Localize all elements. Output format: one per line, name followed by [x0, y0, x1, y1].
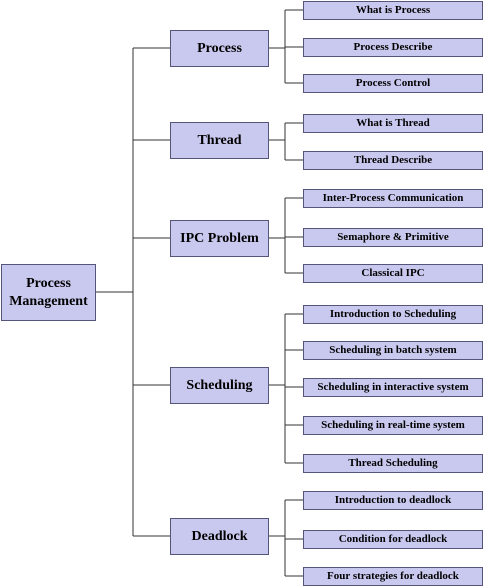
leaf-label: Scheduling in interactive system	[317, 380, 469, 393]
leaf-node: Introduction to Scheduling	[303, 305, 483, 324]
leaf-label: Inter-Process Communication	[322, 191, 464, 204]
leaf-node: Process Control	[303, 74, 483, 93]
leaf-label: Scheduling in batch system	[329, 343, 457, 356]
topic-node-process: Process	[170, 30, 269, 67]
leaf-label: Semaphore & Primitive	[337, 230, 449, 243]
leaf-label: Scheduling in real-time system	[321, 418, 465, 431]
leaf-node: Classical IPC	[303, 264, 483, 283]
leaf-label: Process Control	[355, 76, 431, 89]
leaf-label: Four strategies for deadlock	[327, 569, 459, 582]
topic-node-deadlock: Deadlock	[170, 518, 269, 555]
leaf-label: Process Describe	[353, 40, 433, 53]
leaf-node: Thread Scheduling	[303, 454, 483, 473]
topic-node-scheduling: Scheduling	[170, 367, 269, 404]
leaf-label: Classical IPC	[361, 266, 425, 279]
leaf-label: Thread Scheduling	[348, 456, 438, 469]
leaf-label: What is Process	[355, 3, 431, 16]
leaf-node: Scheduling in interactive system	[303, 378, 483, 397]
leaf-label: Condition for deadlock	[338, 532, 448, 545]
topic-label: Process	[197, 40, 242, 56]
leaf-node: Inter-Process Communication	[303, 189, 483, 208]
topic-label: Thread	[197, 132, 242, 148]
leaf-node: Semaphore & Primitive	[303, 228, 483, 247]
topic-label: Deadlock	[191, 528, 248, 544]
leaf-label: Introduction to deadlock	[334, 493, 452, 506]
leaf-node: Thread Describe	[303, 151, 483, 170]
leaf-node: Scheduling in real-time system	[303, 416, 483, 435]
topic-label: IPC Problem	[180, 230, 259, 246]
leaf-node: What is Process	[303, 1, 483, 20]
root-node-label: Process Management	[9, 276, 88, 309]
topic-label: Scheduling	[186, 377, 253, 393]
leaf-node: What is Thread	[303, 114, 483, 133]
leaf-node: Four strategies for deadlock	[303, 567, 483, 586]
leaf-node: Introduction to deadlock	[303, 491, 483, 510]
leaf-label: Thread Describe	[353, 153, 433, 166]
leaf-label: Introduction to Scheduling	[329, 307, 457, 320]
root-node-process-management: Process Management	[1, 264, 96, 321]
leaf-node: Scheduling in batch system	[303, 341, 483, 360]
leaf-node: Condition for deadlock	[303, 530, 483, 549]
topic-node-ipc-problem: IPC Problem	[170, 220, 269, 257]
leaf-node: Process Describe	[303, 38, 483, 57]
leaf-label: What is Thread	[356, 116, 430, 129]
topic-node-thread: Thread	[170, 122, 269, 159]
